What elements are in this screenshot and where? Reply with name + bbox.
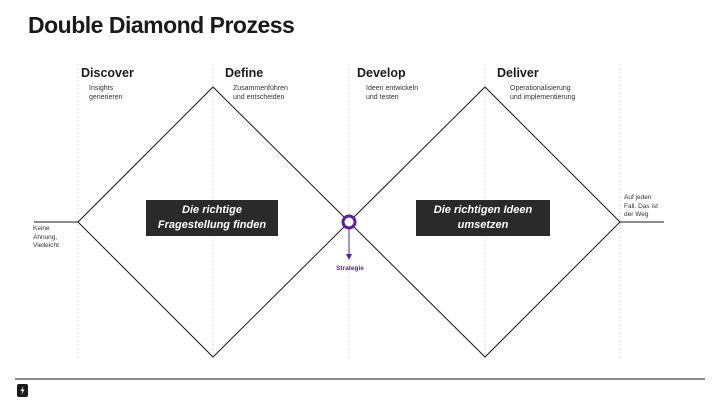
phase-develop-title: Develop [357,66,406,80]
strategie-label: Strategie [336,265,364,272]
phase-define-title: Define [225,66,264,80]
circle-marker-icon [341,214,357,230]
diamond-right [348,86,621,358]
phase-deliver-title: Deliver [497,66,539,80]
page-title: Double Diamond Prozess [28,12,295,38]
brand-logo-icon [17,384,28,397]
strategie-arrow-icon [346,254,352,260]
phase-discover-title: Discover [81,66,134,80]
